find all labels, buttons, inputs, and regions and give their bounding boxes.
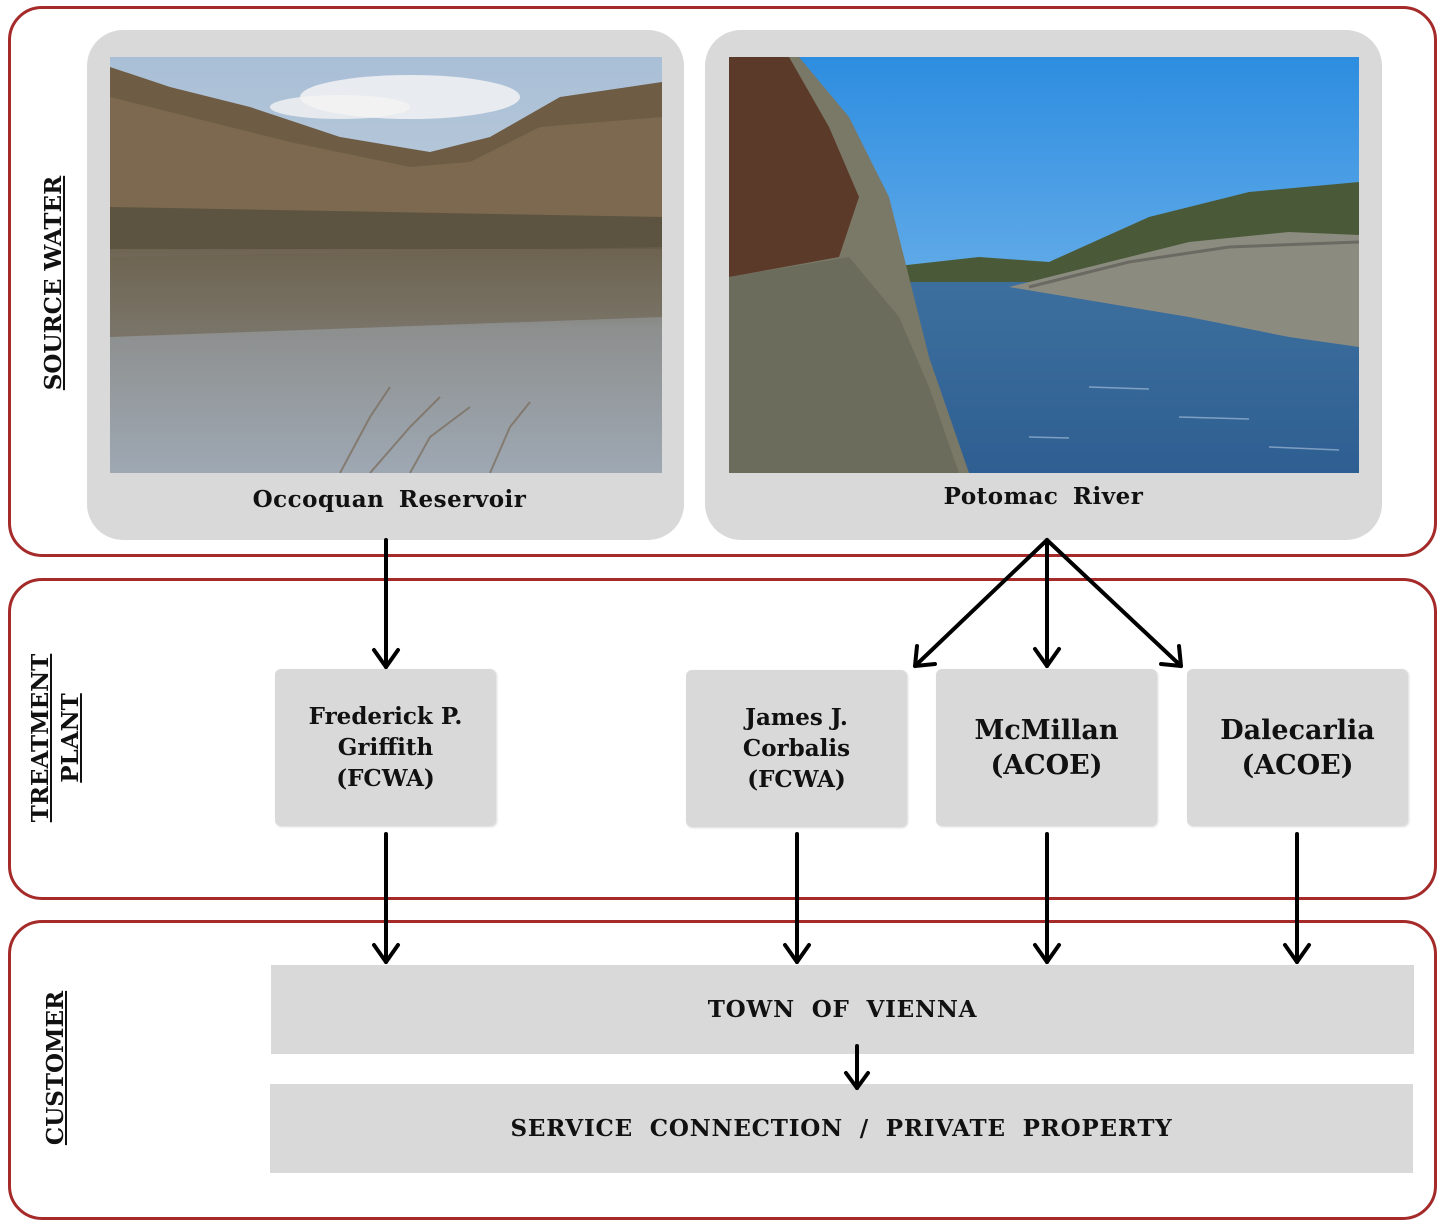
corbalis-line3: (FCWA) [747,766,846,793]
griffith-line3: (FCWA) [336,765,435,792]
town-of-vienna-box: TOWN OF VIENNA [271,965,1414,1054]
corbalis-plant-box: James J. Corbalis (FCWA) [686,670,907,827]
treatment-plant-label-line2: PLANT [57,693,84,783]
dalecarlia-plant-box: Dalecarlia (ACOE) [1187,669,1408,826]
mcmillan-line2: (ACOE) [990,749,1103,781]
service-connection-box: SERVICE CONNECTION / PRIVATE PROPERTY [270,1084,1413,1173]
source-water-label: SOURCE WATER [40,175,67,391]
dalecarlia-line1: Dalecarlia [1220,714,1375,746]
treatment-plant-label-line1: TREATMENT [27,653,54,823]
treatment-plant-section [8,578,1437,900]
occoquan-reservoir-title: Occoquan Reservoir [252,486,527,513]
corbalis-line1: James J. [745,704,848,731]
treatment-plant-label: TREATMENT PLANT [26,654,86,823]
dalecarlia-line2: (ACOE) [1241,749,1354,781]
corbalis-line2: Corbalis [742,735,851,762]
source-water-section [8,6,1437,557]
griffith-line2: Griffith [337,734,434,761]
griffith-plant-box: Frederick P. Griffith (FCWA) [275,669,496,826]
mcmillan-plant-box: McMillan (ACOE) [936,669,1157,826]
occoquan-reservoir-photo [110,57,662,473]
customer-label: CUSTOMER [42,990,69,1146]
potomac-river-title: Potomac River [943,483,1144,510]
mcmillan-line1: McMillan [974,714,1119,746]
potomac-river-photo [729,57,1359,473]
griffith-line1: Frederick P. [308,703,463,730]
